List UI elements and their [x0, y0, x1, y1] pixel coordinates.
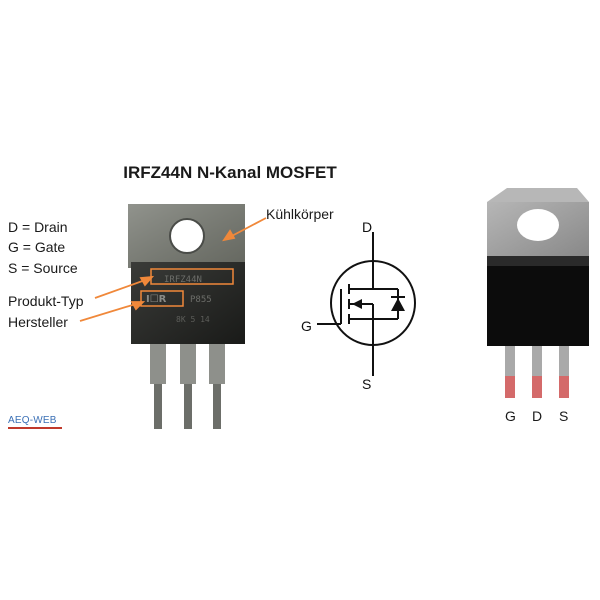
symbol-source-label: S [362, 376, 371, 392]
label-manufacturer: Hersteller [8, 314, 68, 330]
mounting-hole-icon [169, 218, 205, 254]
svg-text:8K 5 14: 8K 5 14 [176, 315, 210, 324]
symbol-gate-label: G [301, 318, 312, 334]
legend-drain: D = Drain [8, 219, 68, 235]
pin-label-d: D [532, 408, 543, 424]
page-title: IRFZ44N N-Kanal MOSFET [123, 163, 337, 182]
symbol-drain-label: D [362, 219, 372, 235]
diode-icon [391, 298, 405, 311]
pin-label-g: G [505, 408, 516, 424]
legend-gate: G = Gate [8, 239, 66, 255]
label-heatsink: Kühlkörper [266, 206, 334, 222]
brand-text: AEQ-WEB [8, 415, 57, 426]
svg-text:I☐R: I☐R [146, 294, 167, 305]
label-product-type: Produkt-Typ [8, 293, 84, 309]
legend-source: S = Source [8, 260, 78, 276]
tab-hole-icon [517, 209, 559, 241]
mosfet-photo: IRFZ44N I☐R P855 8K 5 14 [128, 204, 245, 429]
mosfet-symbol [317, 232, 416, 376]
svg-text:P855: P855 [190, 295, 212, 305]
brand-logo: AEQ-WEB [8, 415, 62, 429]
callout-arrows [79, 217, 267, 322]
channel-arrow-icon [352, 299, 362, 309]
to220-illustration [487, 188, 589, 398]
manufacturer-box [140, 290, 184, 307]
pin-label-s: S [559, 408, 569, 424]
svg-text:IRFZ44N: IRFZ44N [164, 275, 202, 285]
